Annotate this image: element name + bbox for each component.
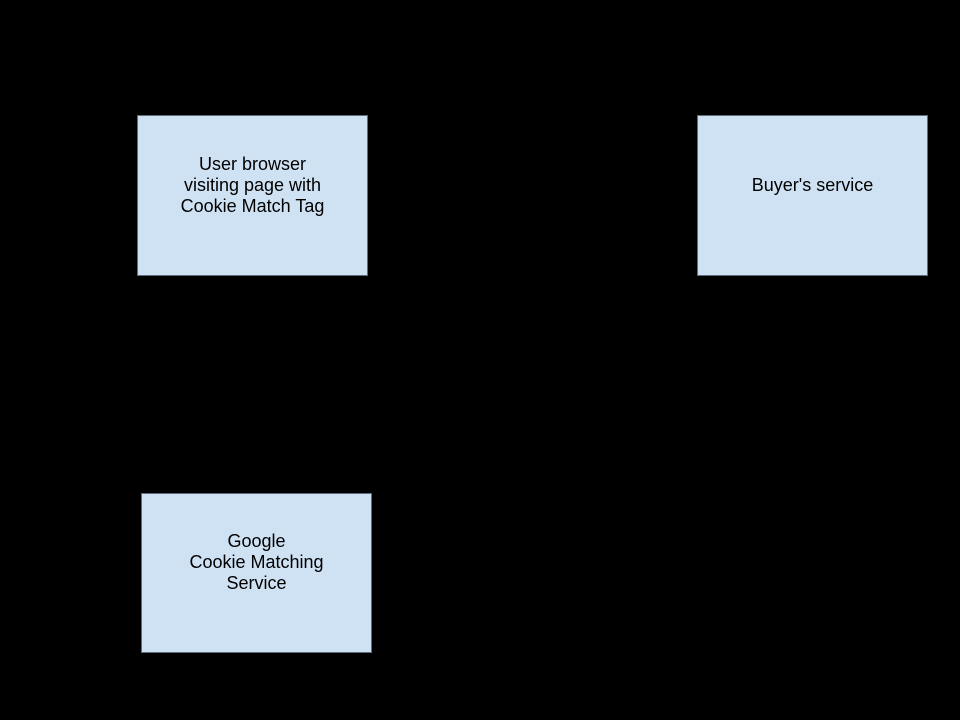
node-user-browser-label: User browser visiting page with Cookie M… (181, 154, 325, 217)
label-line: Google (227, 531, 286, 551)
label-line: User browser (198, 153, 307, 174)
label-line: Cookie Matching (189, 552, 324, 572)
node-buyers-service: Buyer's service (697, 115, 928, 276)
label-line: visiting page with (183, 174, 322, 195)
node-user-browser: User browser visiting page with Cookie M… (137, 115, 368, 276)
node-google-cookie-matching-service-label: Google Cookie Matching Service (189, 531, 323, 594)
node-google-cookie-matching-service: Google Cookie Matching Service (141, 493, 372, 653)
label-line: Cookie Match Tag (180, 195, 325, 216)
node-buyers-service-label: Buyer's service (752, 175, 873, 196)
label-line: Buyer's service (751, 174, 874, 195)
label-line: Service (226, 573, 287, 593)
